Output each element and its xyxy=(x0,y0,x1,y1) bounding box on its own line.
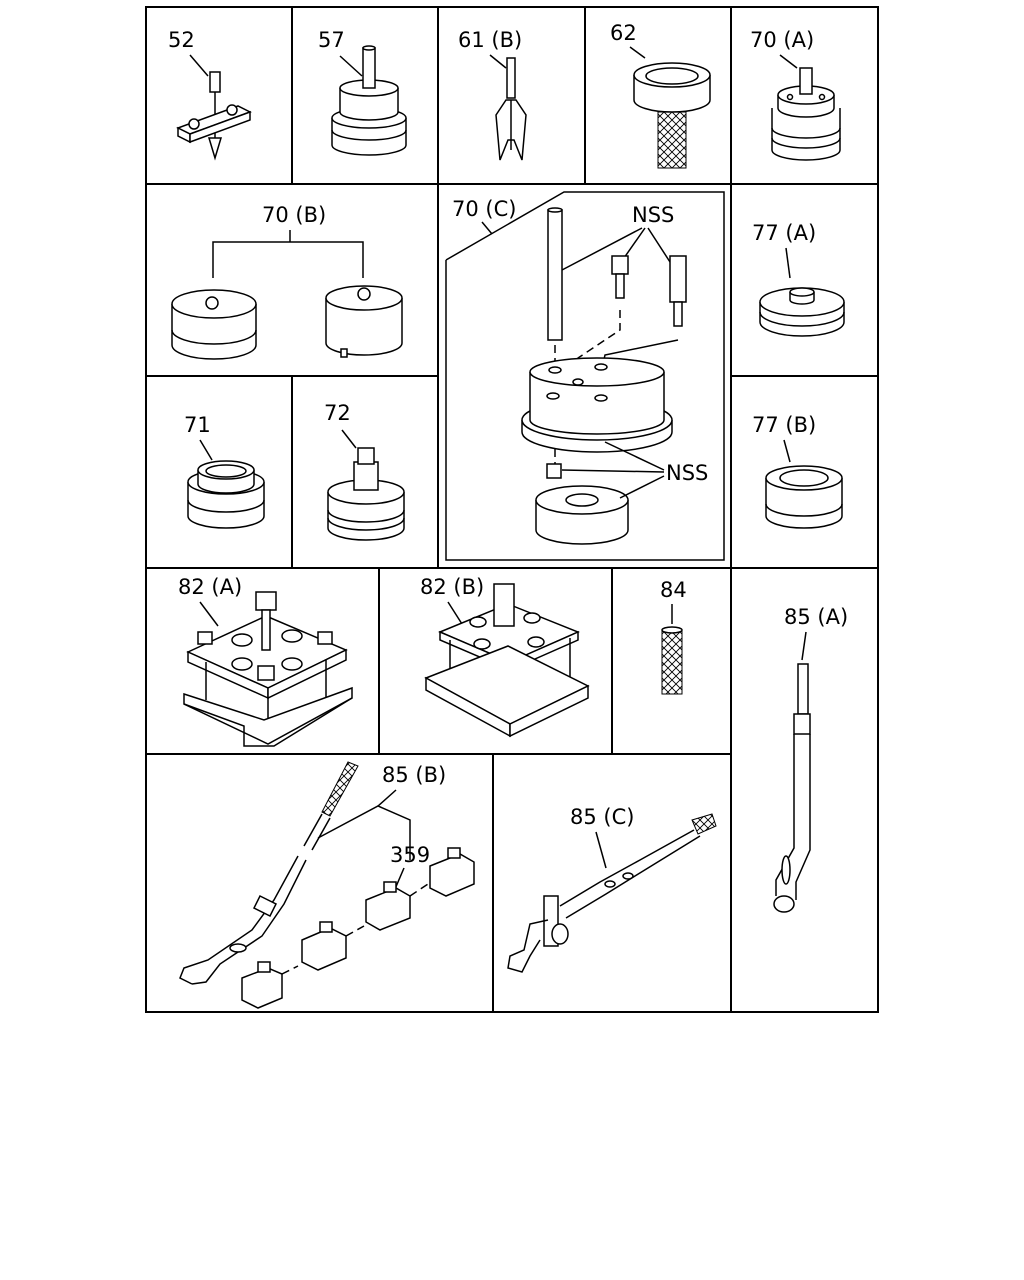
label-359: 359 xyxy=(390,843,430,867)
label-82a: 82 (A) xyxy=(178,575,242,599)
label-82b: 82 (B) xyxy=(420,575,484,599)
part-82b: 82 (B) xyxy=(420,575,590,738)
label-84: 84 xyxy=(660,578,687,602)
label-85b: 85 (B) xyxy=(382,763,446,787)
label-72: 72 xyxy=(324,401,351,425)
label-52: 52 xyxy=(168,28,195,52)
part-70c: 70 (C) NSS NSS xyxy=(452,197,708,545)
label-nss-upper: NSS xyxy=(632,203,674,227)
part-85c: 85 (C) xyxy=(507,805,717,973)
part-82a: 82 (A) xyxy=(178,575,353,747)
label-70c: 70 (C) xyxy=(452,197,516,221)
part-57: 57 xyxy=(318,28,407,156)
part-61b: 61 (B) xyxy=(458,28,527,161)
label-77b: 77 (B) xyxy=(752,413,816,437)
label-62: 62 xyxy=(610,21,637,45)
part-70b: 70 (B) xyxy=(171,203,403,360)
part-52: 52 xyxy=(168,28,252,161)
part-85b: 85 (B) 359 xyxy=(179,761,475,1009)
part-62: 62 xyxy=(610,21,711,169)
label-85a: 85 (A) xyxy=(784,605,848,629)
label-71: 71 xyxy=(184,413,211,437)
part-77a: 77 (A) xyxy=(752,221,845,337)
part-77b: 77 (B) xyxy=(752,413,843,529)
label-77a: 77 (A) xyxy=(752,221,816,245)
part-84: 84 xyxy=(660,578,687,695)
label-70a: 70 (A) xyxy=(750,28,814,52)
label-70b: 70 (B) xyxy=(262,203,326,227)
label-nss-lower: NSS xyxy=(666,461,708,485)
label-57: 57 xyxy=(318,28,345,52)
grid-frame xyxy=(145,6,879,1013)
part-72: 72 xyxy=(324,401,405,541)
part-70a: 70 (A) xyxy=(750,28,841,161)
part-71: 71 xyxy=(184,413,265,529)
part-85a: 85 (A) xyxy=(773,605,848,913)
label-85c: 85 (C) xyxy=(570,805,634,829)
label-61b: 61 (B) xyxy=(458,28,522,52)
